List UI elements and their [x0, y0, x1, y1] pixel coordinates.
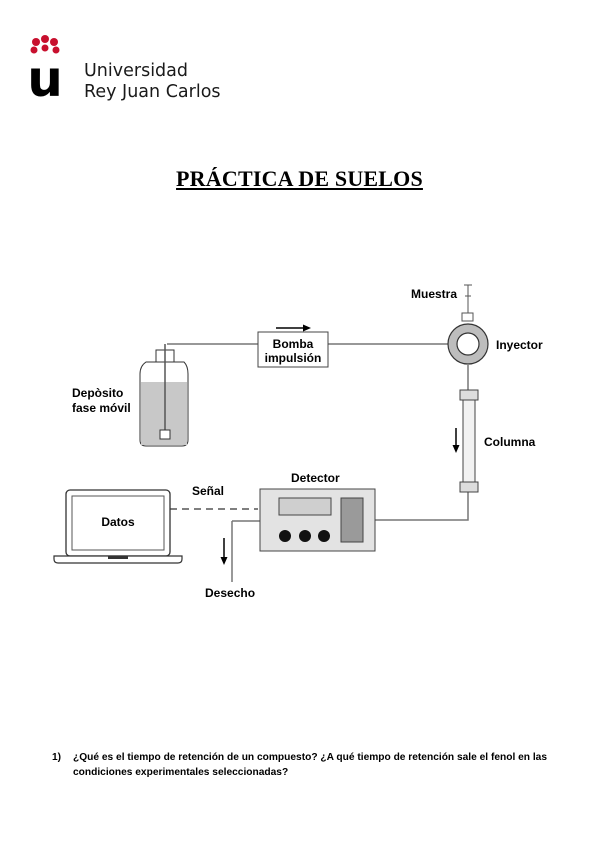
- column-bottom-fitting: [459, 481, 479, 493]
- label-bomba-line2: impulsión: [265, 351, 322, 365]
- label-deposito-line1: Depòsito: [72, 386, 123, 400]
- label-senal: Señal: [192, 484, 224, 498]
- label-deposito-line2: fase móvil: [72, 401, 131, 415]
- detector: [259, 488, 376, 552]
- injector: [447, 284, 489, 365]
- column-top-fitting: [459, 389, 479, 401]
- laptop-screen: [71, 495, 165, 551]
- question-number: 1): [52, 752, 62, 763]
- detector-side-panel: [340, 497, 364, 543]
- university-name: Universidad Rey Juan Carlos: [84, 61, 221, 103]
- logo-dot: [41, 35, 49, 43]
- hplc-diagram-svg: Depòsito fase móvil Bomba impulsión Mues…: [53, 284, 543, 600]
- label-detector: Detector: [291, 471, 340, 485]
- logo-dot: [41, 44, 49, 52]
- logo-dot: [52, 46, 60, 54]
- university-name-line2: Rey Juan Carlos: [84, 82, 221, 102]
- page-title: PRÁCTICA DE SUELOS: [176, 166, 423, 191]
- detector-display: [278, 497, 332, 516]
- label-datos: Datos: [101, 515, 135, 529]
- laptop-base: [53, 555, 183, 564]
- column: [452, 389, 479, 493]
- label-columna: Columna: [484, 435, 536, 449]
- university-logo-mark: u: [28, 35, 63, 104]
- logo-dot: [30, 46, 38, 54]
- injector-inner: [456, 332, 480, 356]
- logo-dot: [50, 38, 58, 46]
- logo-glyph: u: [28, 50, 63, 104]
- university-logo: u Universidad Rey Juan Carlos: [28, 34, 228, 104]
- logo-dot: [32, 38, 40, 46]
- detector-button: [318, 530, 330, 542]
- waste-arrow-icon: [220, 557, 228, 565]
- university-name-line1: Universidad: [84, 61, 189, 81]
- mobile-phase-reservoir: [139, 344, 189, 447]
- pump-box: [257, 331, 329, 368]
- reservoir-filter: [159, 429, 171, 440]
- column-body: [462, 399, 476, 485]
- flow-arrow-icon: [303, 324, 311, 332]
- down-arrow-icon: [452, 445, 460, 453]
- syringe-icon: [461, 312, 474, 322]
- pump: Bomba impulsión: [257, 324, 329, 368]
- label-bomba-line1: Bomba: [273, 337, 314, 351]
- question-text: ¿Qué es el tiempo de retención de un com…: [73, 752, 548, 778]
- detector-button: [279, 530, 291, 542]
- laptop-icon: [53, 489, 183, 564]
- tube-column-to-detector: [375, 492, 469, 521]
- laptop-touchpad: [108, 556, 128, 559]
- label-muestra: Muestra: [411, 287, 457, 301]
- label-inyector: Inyector: [496, 338, 543, 352]
- label-desecho: Desecho: [205, 586, 255, 600]
- detector-button: [299, 530, 311, 542]
- hplc-diagram: Depòsito fase móvil Bomba impulsión Mues…: [0, 270, 599, 610]
